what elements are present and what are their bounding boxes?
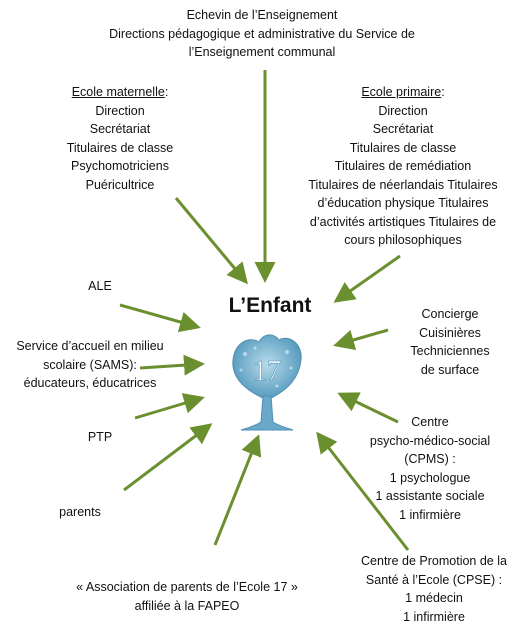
primaire-label: Ecole primaire (361, 85, 441, 99)
arrow-ptp (135, 398, 202, 418)
primaire-header: Ecole primaire: (290, 83, 516, 102)
primaire-item: Titulaires de remédiation (290, 157, 516, 176)
maternelle-item: Titulaires de classe (45, 139, 195, 158)
arrow-primaire (336, 256, 400, 301)
sams-block: Service d’accueil en milieu scolaire (SA… (2, 337, 178, 393)
cpms-block: Centre psycho-médico-social (CPMS) : 1 p… (348, 413, 512, 524)
sams-line: éducateurs, éducatrices (2, 374, 178, 393)
maternelle-block: Ecole maternelle: Direction Secrétariat … (45, 83, 195, 194)
ptp-label: PTP (80, 428, 120, 447)
logo-number: 17 (253, 356, 281, 387)
sams-line: scolaire (SAMS): (2, 356, 178, 375)
cpms-line: Centre (348, 413, 512, 432)
concierge-line: Concierge (390, 305, 510, 324)
ale-label: ALE (80, 277, 120, 296)
tree-trunk (241, 396, 293, 430)
primaire-block: Ecole primaire: Direction Secrétariat Ti… (290, 83, 516, 250)
maternelle-colon: : (165, 85, 168, 99)
arrow-ale (120, 305, 198, 327)
cpms-line: (CPMS) : (348, 450, 512, 469)
ptp-text: PTP (80, 428, 120, 447)
association-block: « Association de parents de l’Ecole 17 »… (52, 578, 322, 615)
tree-logo-icon: 17 (227, 330, 307, 440)
concierge-line: Cuisinières (390, 324, 510, 343)
sams-line: Service d’accueil en milieu (2, 337, 178, 356)
association-line: affiliée à la FAPEO (52, 597, 322, 616)
primaire-item: Direction (290, 102, 516, 121)
cpse-line: 1 médecin (348, 589, 520, 608)
top-block: Echevin de l’Enseignement Directions péd… (62, 6, 462, 62)
maternelle-header: Ecole maternelle: (45, 83, 195, 102)
maternelle-label: Ecole maternelle (72, 85, 165, 99)
primaire-item: Secrétariat (290, 120, 516, 139)
primaire-item: d’éducation physique Titulaires (290, 194, 516, 213)
cpms-line: 1 assistante sociale (348, 487, 512, 506)
primaire-item: Titulaires de classe (290, 139, 516, 158)
cpse-line: Centre de Promotion de la (348, 552, 520, 571)
top-line: Directions pédagogique et administrative… (62, 25, 462, 44)
association-line: « Association de parents de l’Ecole 17 » (52, 578, 322, 597)
arrow-association (215, 437, 258, 545)
cpse-block: Centre de Promotion de la Santé à l’Ecol… (348, 552, 520, 626)
concierge-line: Techniciennes (390, 342, 510, 361)
top-line: l’Enseignement communal (62, 43, 462, 62)
ale-text: ALE (80, 277, 120, 296)
maternelle-item: Psychomotriciens (45, 157, 195, 176)
cpms-line: 1 psychologue (348, 469, 512, 488)
primaire-colon: : (441, 85, 444, 99)
parents-label: parents (40, 503, 120, 522)
maternelle-item: Secrétariat (45, 120, 195, 139)
top-line: Echevin de l’Enseignement (62, 6, 462, 25)
center-title: L’Enfant (210, 294, 330, 318)
cpms-line: 1 infirmière (348, 506, 512, 525)
primaire-item: cours philosophiques (290, 231, 516, 250)
primaire-item: Titulaires de néerlandais Titulaires (290, 176, 516, 195)
primaire-item: d’activités artistiques Titulaires de (290, 213, 516, 232)
arrow-maternelle (176, 198, 246, 282)
concierge-block: Concierge Cuisinières Techniciennes de s… (390, 305, 510, 379)
maternelle-item: Puéricultrice (45, 176, 195, 195)
cpse-line: 1 infirmière (348, 608, 520, 626)
maternelle-item: Direction (45, 102, 195, 121)
concierge-line: de surface (390, 361, 510, 380)
parents-text: parents (40, 503, 120, 522)
cpms-line: psycho-médico-social (348, 432, 512, 451)
arrow-parents (124, 425, 210, 490)
arrow-concierge (336, 330, 388, 345)
cpse-line: Santé à l’Ecole (CPSE) : (348, 571, 520, 590)
